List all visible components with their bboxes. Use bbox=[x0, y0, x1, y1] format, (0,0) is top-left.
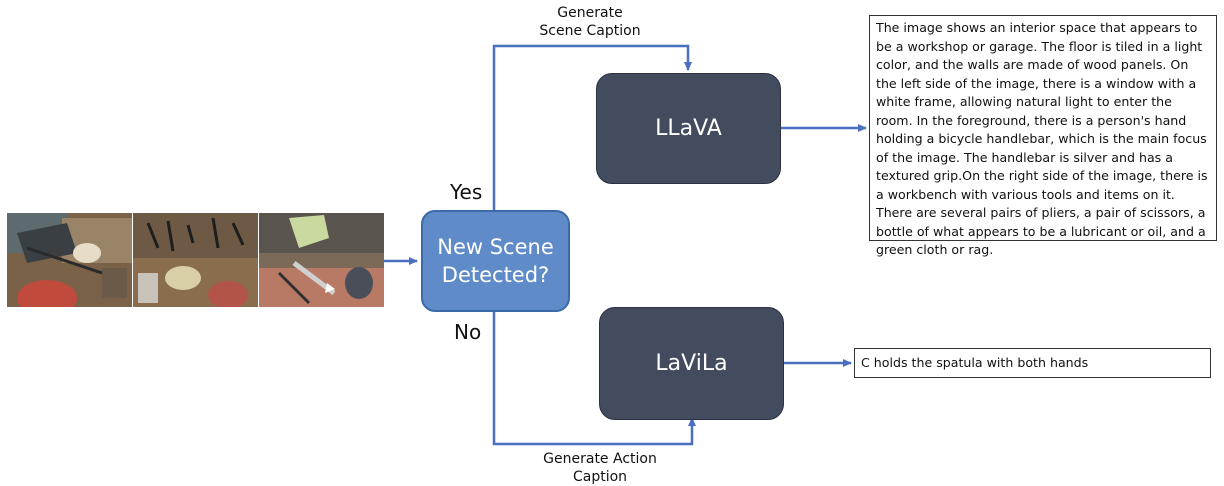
decision-new-scene: New Scene Detected? bbox=[421, 210, 570, 312]
model-llava: LLaVA bbox=[596, 73, 781, 184]
no-label: No bbox=[454, 320, 482, 344]
arrow-yes-to-llava bbox=[492, 44, 692, 210]
edge-label-scene-caption: Generate Scene Caption bbox=[539, 5, 641, 39]
scene-caption-output: The image shows an interior space that a… bbox=[869, 15, 1217, 257]
action-caption-output: C holds the spatula with both hands bbox=[854, 348, 1211, 378]
model-lavila: LaViLa bbox=[599, 307, 784, 420]
video-frame-2 bbox=[133, 213, 258, 307]
yes-label: Yes bbox=[450, 180, 483, 204]
video-frame-1 bbox=[7, 213, 132, 307]
edge-label-action-caption: Generate Action Caption bbox=[543, 451, 657, 485]
video-frame-3 bbox=[259, 213, 384, 307]
arrow-no-to-lavila bbox=[492, 312, 696, 446]
